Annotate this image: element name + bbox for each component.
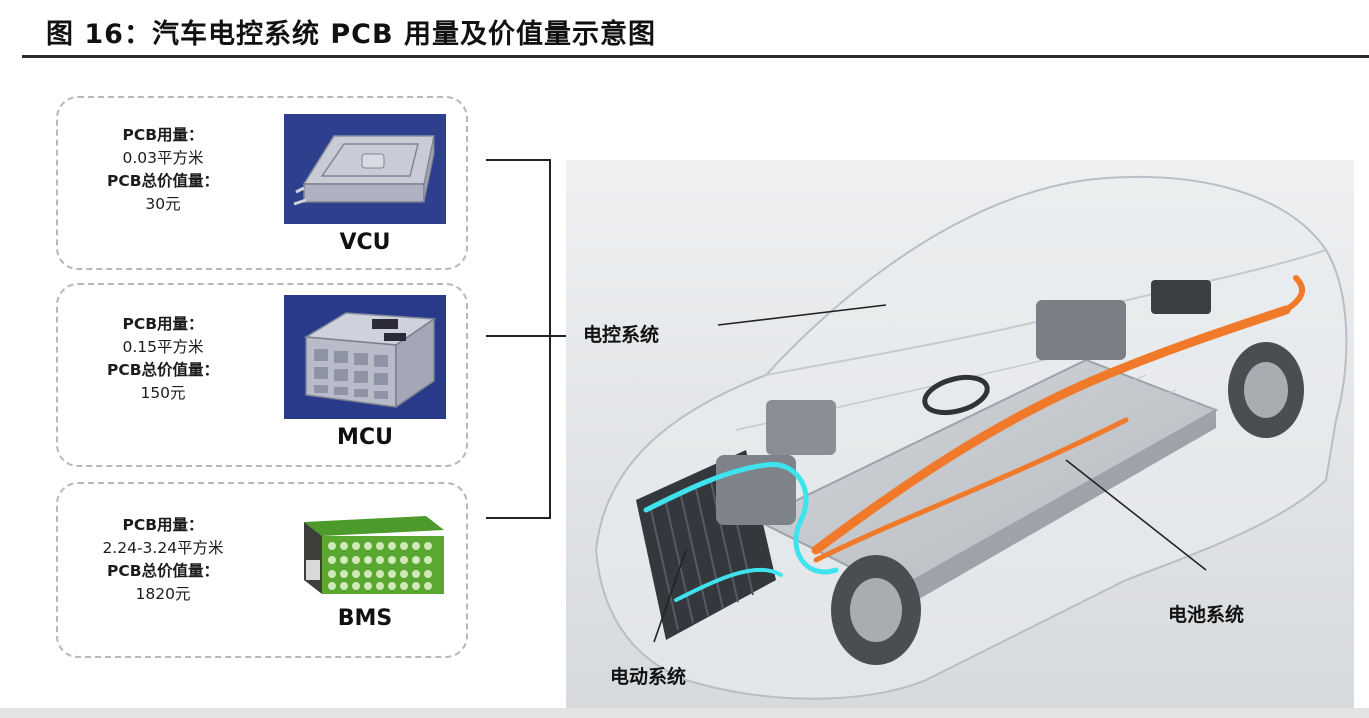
mcu-usage-value: 0.15平方米 [58, 336, 268, 359]
mcu-card: PCB用量： 0.15平方米 PCB总价值量： 150元 MCU [56, 283, 468, 467]
vcu-value-label: PCB总价值量： [58, 170, 268, 193]
bms-value-value: 1820元 [58, 583, 268, 606]
bms-module-image [284, 506, 446, 602]
mcu-value-label: PCB总价值量： [58, 359, 268, 382]
mcu-info: PCB用量： 0.15平方米 PCB总价值量： 150元 [58, 313, 268, 405]
bms-value-label: PCB总价值量： [58, 560, 268, 583]
page-title: 图 16：汽车电控系统 PCB 用量及价值量示意图 [46, 12, 656, 51]
bms-caption: BMS [284, 606, 446, 631]
control-system-label: 电控系统 [583, 320, 659, 347]
vcu-usage-label: PCB用量： [58, 124, 268, 147]
title-divider [22, 55, 1369, 58]
mcu-module-image [284, 295, 446, 419]
drive-system-label: 电动系统 [610, 662, 686, 689]
vcu-usage-value: 0.03平方米 [58, 147, 268, 170]
battery-system-label: 电池系统 [1168, 600, 1244, 627]
bms-usage-label: PCB用量： [58, 514, 268, 537]
mcu-usage-label: PCB用量： [58, 313, 268, 336]
vcu-info: PCB用量： 0.03平方米 PCB总价值量： 30元 [58, 124, 268, 216]
vcu-module-image [284, 114, 446, 224]
bms-info: PCB用量： 2.24-3.24平方米 PCB总价值量： 1820元 [58, 514, 268, 606]
vcu-value-value: 30元 [58, 193, 268, 216]
vcu-caption: VCU [284, 230, 446, 255]
vcu-card: PCB用量： 0.03平方米 PCB总价值量： 30元 VCU [56, 96, 468, 270]
bms-usage-value: 2.24-3.24平方米 [58, 537, 268, 560]
mcu-caption: MCU [284, 425, 446, 450]
mcu-value-value: 150元 [58, 382, 268, 405]
bottom-band [0, 708, 1369, 718]
bms-card: PCB用量： 2.24-3.24平方米 PCB总价值量： 1820元 BMS [56, 482, 468, 658]
